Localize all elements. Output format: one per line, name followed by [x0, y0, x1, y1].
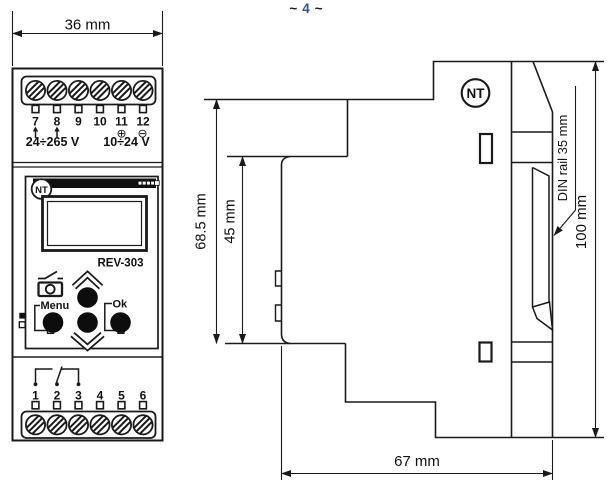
menu-button-label: Menu	[41, 300, 70, 312]
down-button	[77, 312, 98, 333]
terminal-opening-icon	[117, 104, 126, 114]
brand-logo-icon	[460, 78, 491, 108]
panel-clip-detail	[274, 270, 282, 322]
screw-terminal-icon	[46, 414, 68, 436]
terminal-number: 5	[118, 389, 125, 403]
terminal-number: 4	[97, 389, 104, 403]
brand-logo-text: NT	[35, 185, 48, 196]
terminal-number: 12	[136, 115, 150, 129]
screw-terminal-icon	[46, 79, 68, 102]
width-dimension: 36 mm	[11, 11, 164, 66]
terminal-number: 11	[115, 115, 128, 129]
terminal-number: 9	[75, 115, 82, 129]
top-terminal-numbers: 7 8 9 10 11 12	[32, 115, 150, 129]
screw-terminal-icon	[67, 79, 90, 102]
menu-button	[42, 312, 64, 333]
vent-slot-icon	[478, 341, 493, 363]
terminal-opening-icon	[74, 400, 83, 410]
terminal-opening-icon	[52, 104, 62, 114]
device-side-outline	[204, 60, 604, 439]
tilde-right: ~	[314, 1, 324, 16]
total-height-dimension-label: 100 mm	[573, 195, 590, 249]
relay-changeover-schematic	[33, 366, 81, 387]
din-clip-icon	[531, 301, 554, 332]
din-rail-channel	[531, 166, 554, 332]
panel-height-dimension-label: 45 mm	[223, 199, 239, 243]
menu-bracket	[34, 304, 48, 332]
terminal-opening-icon	[138, 400, 148, 410]
side-dimensions: 68.5 mm 45 mm 100 mm 67 mm DIN rail 35 m…	[194, 61, 599, 480]
tilde-left: ~	[289, 1, 299, 16]
terminal-opening-icon	[31, 400, 40, 410]
screw-terminal-icon	[67, 414, 90, 436]
bottom-terminal-numbers: 1 2 3 4 5 6	[32, 389, 147, 403]
output-voltage-label: 10÷24 V	[103, 135, 150, 149]
terminal-opening-icon	[117, 400, 126, 410]
terminal-opening-icon	[95, 104, 105, 114]
relay-coil-icon	[37, 281, 64, 298]
screw-terminal-icon	[110, 414, 133, 436]
terminal-number: 3	[75, 389, 82, 403]
terminal-opening-icon	[31, 104, 40, 114]
depth-dimension-label: 67 mm	[394, 453, 440, 470]
supply-pin-arrow-icon	[32, 126, 60, 138]
din-rail-label: DIN rail 35 mm	[555, 115, 570, 202]
width-dimension-label: 36 mm	[65, 17, 111, 34]
screw-terminal-icon	[89, 79, 111, 102]
din-rail-leader-line	[553, 86, 577, 236]
relay-contact-icon	[38, 270, 63, 280]
page-number-header: ~4~	[0, 1, 613, 16]
brand-logo-text: NT	[467, 86, 486, 101]
terminal-opening-icon	[52, 400, 62, 410]
screw-terminal-icon	[110, 79, 133, 102]
minus-polarity-icon: ⊖	[137, 127, 147, 141]
down-arrow-icon	[70, 332, 105, 352]
terminal-number: 7	[32, 115, 39, 129]
terminal-number: 8	[54, 115, 61, 129]
side-view: NT 68.5 mm 45 mm 100 mm 67 mm DIN rail 3…	[194, 60, 604, 480]
screw-terminal-icon	[24, 79, 47, 102]
page-number: 4	[302, 1, 311, 16]
terminal-number: 6	[140, 389, 147, 403]
terminal-opening-icon	[74, 104, 83, 114]
up-button	[77, 287, 98, 308]
terminal-number: 1	[32, 389, 39, 403]
header-bar-dots	[138, 180, 160, 186]
up-arrow-icon	[71, 270, 104, 290]
ok-button	[110, 312, 131, 333]
screw-terminal-icon	[89, 414, 111, 436]
model-label: REV-303	[97, 258, 143, 270]
ok-button-label: Ok	[113, 299, 129, 311]
screw-terminal-icon	[132, 414, 154, 436]
screw-terminal-icon	[132, 79, 154, 102]
supply-voltage-label: 24÷265 V	[26, 135, 80, 149]
menu-marker-open-square	[18, 321, 26, 329]
lcd-display-inner	[46, 200, 143, 247]
screw-terminal-icon	[24, 414, 47, 436]
terminal-opening-icon	[138, 104, 148, 114]
front-height-dimension-label: 68.5 mm	[194, 193, 210, 249]
ok-bracket	[104, 302, 118, 332]
terminal-opening-icon	[95, 400, 105, 410]
terminal-number: 2	[54, 389, 61, 403]
panel-header-bar	[33, 178, 156, 188]
front-view: 36 mm 7 8 9 10 11 12	[11, 11, 164, 442]
plus-polarity-icon: ⊕	[116, 127, 126, 141]
vent-slot-icon	[478, 132, 494, 165]
terminal-number: 10	[93, 115, 107, 129]
menu-marker-filled-square	[19, 312, 26, 319]
